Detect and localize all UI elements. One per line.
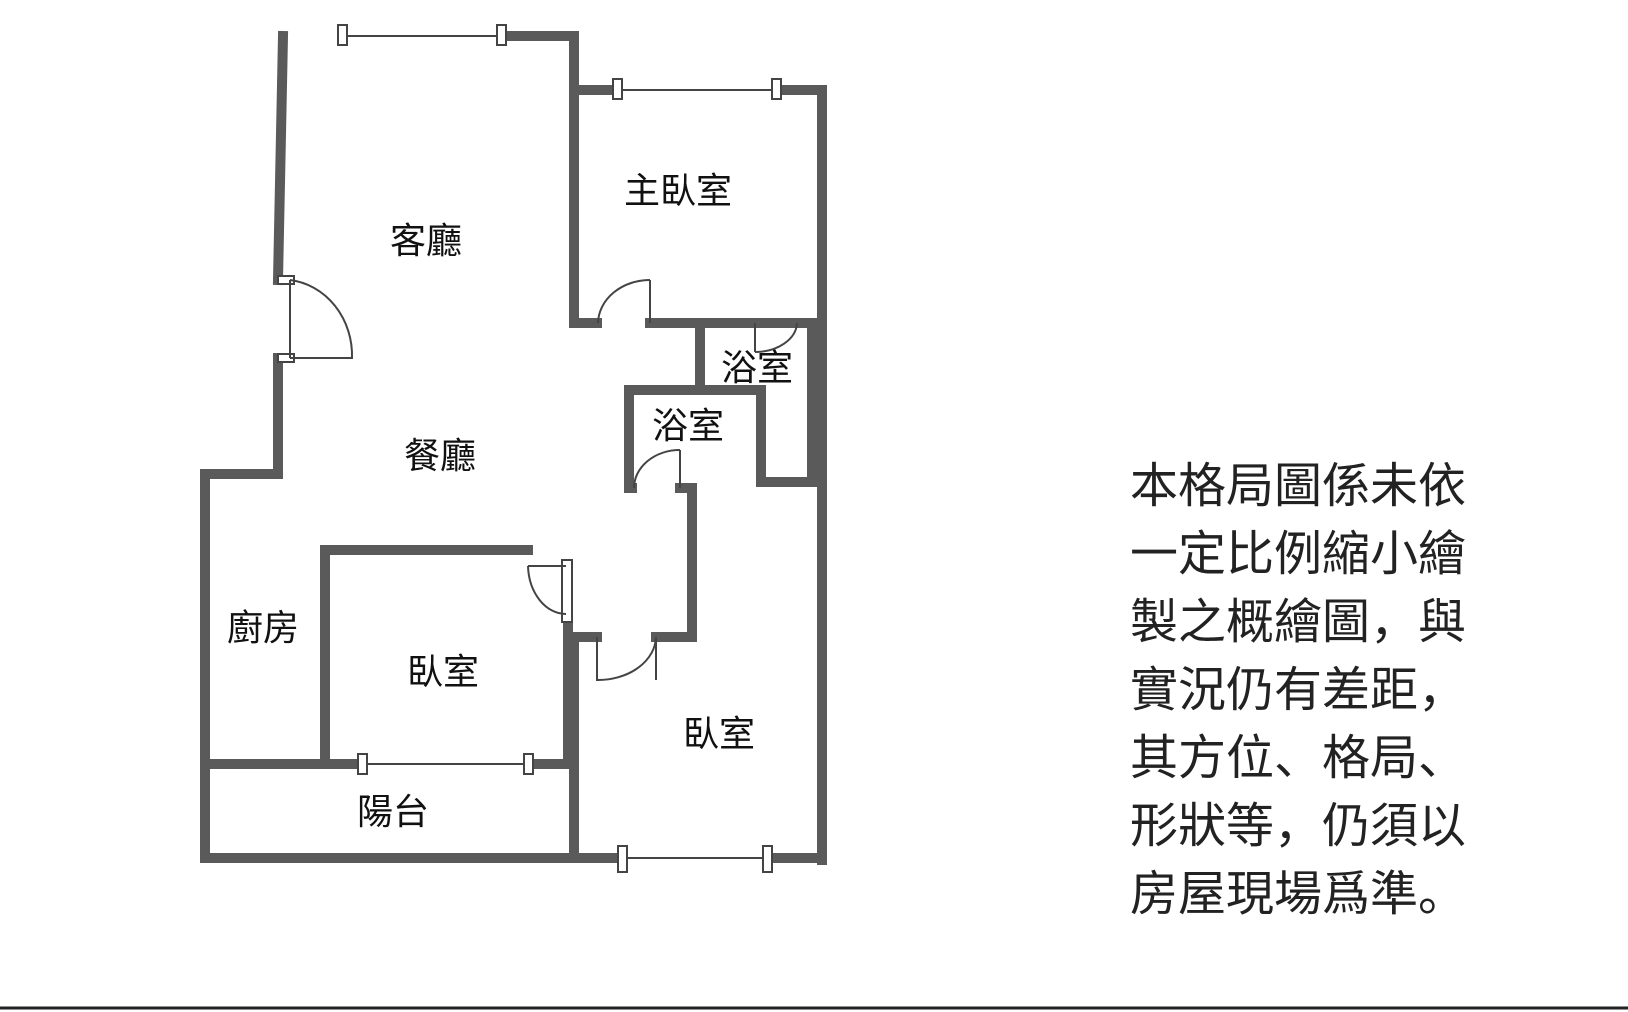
window-frame (337, 24, 348, 46)
wall-segment (272, 30, 289, 286)
door-swing (597, 279, 651, 324)
disclaimer-line: 實況仍有差距， (1130, 662, 1466, 718)
disclaimer-block: 本格局圖係未依 一定比例縮小繪 製之概繪圖，與 實況仍有差距， 其方位、格局、 … (1130, 458, 1466, 922)
wall-segment (651, 483, 697, 642)
door-swing (596, 636, 657, 682)
wall-segment (624, 385, 766, 487)
window-frame (612, 78, 623, 100)
door-swing (527, 565, 567, 616)
window-frame (496, 24, 507, 46)
window-frame (523, 753, 534, 775)
room-label-bathroom-2: 浴室 (652, 406, 724, 447)
wall-segment (320, 545, 533, 765)
room-label-bedroom-2: 臥室 (683, 714, 755, 755)
room-label-master-bedroom: 主臥室 (624, 171, 732, 212)
room-label-bedroom-1: 臥室 (407, 652, 479, 693)
disclaimer-line: 其方位、格局、 (1130, 730, 1466, 786)
disclaimer-line: 房屋現場爲準。 (1130, 866, 1466, 922)
room-label-living-room: 客廳 (390, 221, 462, 262)
disclaimer-line: 本格局圖係未依 (1130, 458, 1466, 514)
room-label-bathroom-1: 浴室 (721, 348, 793, 389)
disclaimer-line: 一定比例縮小繪 (1130, 526, 1466, 582)
door-frame (561, 559, 573, 623)
door-swing (633, 449, 681, 489)
room-label-kitchen: 廚房 (227, 608, 299, 649)
window-frame (357, 753, 368, 775)
entrance-door-swing (289, 279, 354, 359)
room-label-balcony: 陽台 (357, 792, 429, 833)
wall-segment (569, 632, 602, 863)
windows (337, 24, 782, 873)
disclaimer-line: 製之概繪圖，與 (1130, 594, 1466, 650)
window-frame (762, 845, 773, 873)
door-swing (754, 322, 798, 353)
wall-segment (772, 85, 827, 865)
disclaimer-line: 形狀等，仍須以 (1130, 798, 1466, 854)
wall-segment (569, 85, 602, 328)
window-frame (617, 845, 628, 873)
doors (277, 275, 798, 682)
walls (200, 30, 827, 865)
wall-segment (624, 385, 637, 493)
window-frame (771, 78, 782, 100)
room-label-dining-room: 餐廳 (404, 436, 476, 477)
wall-segment (497, 31, 623, 95)
wall-segment (200, 353, 628, 863)
